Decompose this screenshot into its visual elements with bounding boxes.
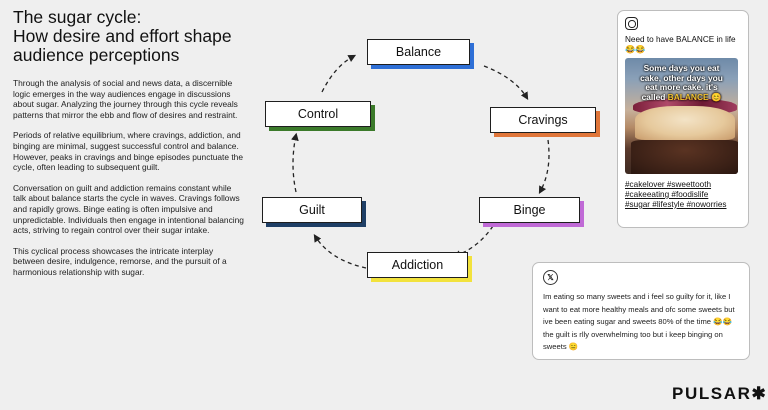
node-cravings-label: Cravings <box>518 113 568 127</box>
hashtags-line-2[interactable]: #cakeeating #foodislife <box>625 189 709 199</box>
hashtags-line-3[interactable]: #sugar #lifestyle #noworries <box>625 199 727 209</box>
instagram-post-card: Need to have BALANCE in life 😂😂 Some day… <box>617 10 749 228</box>
x-post-card: 𝕏 Im eating so many sweets and i feel so… <box>532 262 750 360</box>
node-addiction: Addiction <box>367 252 468 278</box>
title-line-1: The sugar cycle: <box>13 7 142 27</box>
overlay-line-3: eat more cake. it's <box>645 82 718 93</box>
node-control-label: Control <box>297 107 339 121</box>
node-addiction-label: Addiction <box>391 258 444 272</box>
paragraph-2: Periods of relative equilibrium, where c… <box>13 130 243 173</box>
hashtags-line-1[interactable]: #cakelover #sweettooth <box>625 180 712 190</box>
arrow-control-to-balance <box>321 54 357 93</box>
cake-sponge <box>635 106 735 141</box>
node-balance: Balance <box>367 39 470 65</box>
overlay-line-4-prefix: called <box>641 91 668 102</box>
node-balance-label: Balance <box>395 45 442 59</box>
arrow-balance-to-cravings <box>483 65 529 101</box>
node-control: Control <box>265 101 371 127</box>
node-guilt-label: Guilt <box>299 203 325 217</box>
pulsar-logo: PULSAR✱ <box>672 384 768 403</box>
paragraph-4: This cyclical process showcases the intr… <box>13 245 227 277</box>
body-text: Through the analysis of social and news … <box>13 78 245 288</box>
instagram-caption: Need to have BALANCE in life 😂😂 <box>625 35 736 54</box>
instagram-icon <box>625 17 638 30</box>
arrow-addiction-to-guilt <box>313 234 367 269</box>
cake-image: Some days you eat cake, other days you e… <box>625 58 738 175</box>
node-binge-label: Binge <box>513 203 546 217</box>
cake-chocolate-layer <box>631 140 738 175</box>
arrow-guilt-to-control <box>291 132 299 193</box>
node-guilt: Guilt <box>262 197 362 223</box>
paragraph-1: Through the analysis of social and news … <box>13 78 238 120</box>
overlay-line-4-accent: BALANCE <box>667 91 709 102</box>
image-overlay-text: Some days you eat cake, other days you e… <box>629 64 734 102</box>
x-post-text: Im eating so many sweets and i feel so g… <box>543 292 735 352</box>
overlay-line-1: Some days you eat <box>643 63 720 74</box>
title-line-2: How desire and effort shape <box>13 26 232 46</box>
page-title: The sugar cycle: How desire and effort s… <box>13 8 283 65</box>
x-icon: 𝕏 <box>543 270 558 285</box>
paragraph-3: Conversation on guilt and addiction rema… <box>13 182 244 236</box>
overlay-line-2: cake, other days you <box>640 72 723 83</box>
overlay-emoji: 😊 <box>710 91 722 102</box>
title-line-3: audience perceptions <box>13 45 180 65</box>
node-cravings: Cravings <box>490 107 596 133</box>
arrow-cravings-to-binge <box>538 139 550 195</box>
hashtags: #cakelover #sweettooth #cakeeating #food… <box>625 180 741 209</box>
node-binge: Binge <box>479 197 580 223</box>
overlay-line-4: called BALANCE 😊 <box>629 91 734 103</box>
